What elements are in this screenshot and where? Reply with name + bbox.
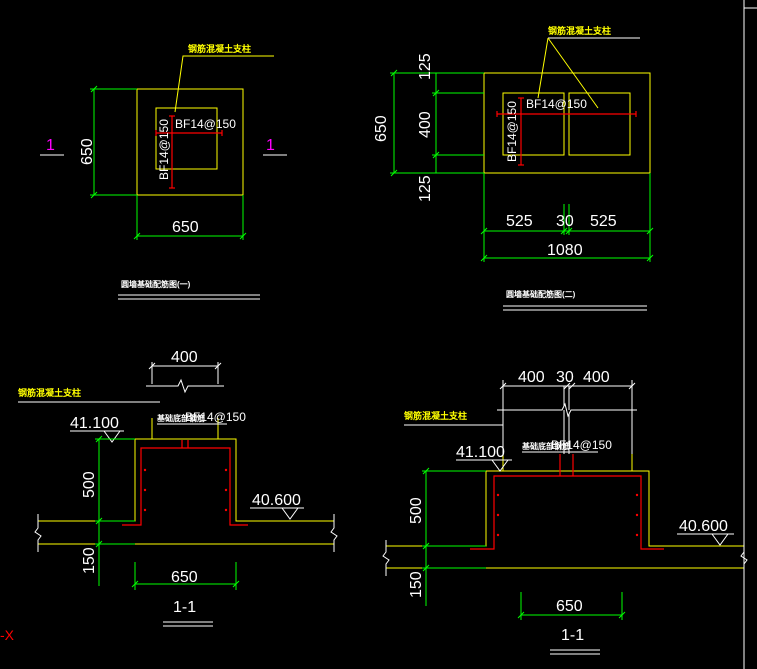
- section-mark-right[interactable]: 1: [263, 137, 287, 156]
- svg-text:1: 1: [266, 137, 275, 154]
- leader-line-2: [547, 37, 599, 109]
- rebar-label-v: BF14@150: [157, 119, 171, 180]
- elevation-bottom-mark: [250, 507, 304, 520]
- dim-left: 525: [506, 213, 533, 230]
- dim-150: 150: [81, 547, 98, 574]
- caption: 圆墙基础配筋图(二): [506, 289, 576, 299]
- dim-bottom: 125: [417, 175, 434, 202]
- elevation-top-mark: [70, 430, 124, 443]
- rebar-lines: [496, 97, 637, 166]
- leader-label: 钢筋混凝土支柱: [548, 25, 611, 36]
- caption: 圆墙基础配筋图(一): [121, 279, 191, 289]
- column-outline-right: [568, 92, 631, 156]
- dim-top: 400: [171, 349, 198, 366]
- rebar-spec: BF14@150: [185, 410, 246, 424]
- dim-mid: 400: [417, 111, 434, 138]
- dim-500: 500: [81, 471, 98, 498]
- footing-outline: [136, 88, 244, 196]
- section-view-2[interactable]: 400 30 400 钢筋混凝土支柱 基础底部钢筋 BF14@150 41.10…: [382, 369, 748, 655]
- dim-total-width: 1080: [547, 242, 583, 259]
- column-outline: [155, 107, 218, 170]
- dim-right: 400: [583, 369, 610, 386]
- break-ends: [34, 514, 338, 552]
- footing-outline: [483, 72, 651, 174]
- section-title: 1-1: [173, 599, 196, 616]
- dim-500: 500: [408, 497, 425, 524]
- rebar-label-h: BF14@150: [175, 117, 236, 131]
- rebar-lines: [122, 440, 248, 526]
- leader-line-1: [537, 37, 549, 99]
- rebar-dots: [143, 468, 228, 512]
- elevation-bottom: 40.600: [679, 518, 728, 535]
- elevation-bottom-mark: [677, 533, 734, 546]
- dim-height: 650: [79, 138, 96, 165]
- dim-top: 125: [417, 53, 434, 80]
- dim-left: 400: [518, 369, 545, 386]
- column-outline-left: [502, 92, 565, 156]
- ucs-axis-label: -X: [0, 627, 15, 643]
- leader-label: 钢筋混凝土支柱: [188, 43, 251, 54]
- elevation-bottom: 40.600: [252, 492, 301, 509]
- section-title: 1-1: [561, 627, 584, 644]
- dim-width: 650: [172, 219, 199, 236]
- dim-total-height: 650: [373, 115, 390, 142]
- top-dimension: [146, 362, 224, 394]
- rebar-dots: [496, 493, 639, 537]
- rebar-label-v: BF14@150: [505, 101, 519, 162]
- elevation-top-mark: [456, 459, 512, 472]
- section-mark-left[interactable]: 1: [40, 137, 64, 156]
- leader-label: 钢筋混凝土支柱: [404, 410, 467, 421]
- svg-text:1: 1: [46, 137, 55, 154]
- break-ends: [382, 540, 748, 576]
- rebar-spec: BF14@150: [551, 438, 612, 452]
- dimension-lines: [390, 69, 654, 262]
- plan-view-2[interactable]: 钢筋混凝土支柱 BF14@150 BF14@150: [373, 25, 654, 311]
- leader-line: [174, 55, 274, 113]
- rebar-lines: [470, 454, 664, 550]
- rebar-label-h: BF14@150: [526, 97, 587, 111]
- dim-right: 525: [590, 213, 617, 230]
- rebar-label: 基础底部钢筋: [521, 441, 570, 451]
- leader-label: 钢筋混凝土支柱: [18, 387, 81, 398]
- rebar-lines: [155, 115, 223, 189]
- dim-gap: 30: [556, 369, 574, 386]
- plan-view-1[interactable]: 钢筋混凝土支柱 BF14@150 BF14@150 650 650 1 1 圆: [40, 43, 287, 300]
- dim-650: 650: [556, 598, 583, 615]
- elevation-top: 41.100: [70, 415, 119, 432]
- dimension-lines: [422, 467, 626, 620]
- elevation-top: 41.100: [456, 444, 505, 461]
- section-view-1[interactable]: 400 钢筋混凝土支柱 基础底部钢筋 BF14@150: [18, 349, 338, 627]
- rebar-label: 基础底部钢筋: [156, 413, 205, 423]
- dimension-lines: [90, 85, 247, 240]
- dim-150: 150: [408, 571, 425, 598]
- dim-gap: 30: [556, 213, 574, 230]
- dim-650: 650: [171, 569, 198, 586]
- dimension-lines: [95, 435, 240, 590]
- top-dimension: [497, 380, 637, 454]
